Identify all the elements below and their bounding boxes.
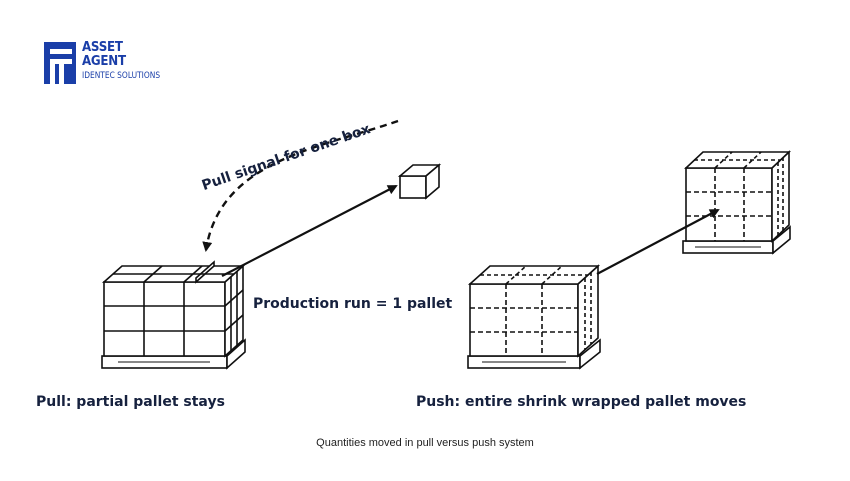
pull-pallet [101, 260, 246, 370]
push-label: Push: entire shrink wrapped pallet moves [416, 394, 747, 410]
single-box [397, 163, 442, 200]
push-arrow [596, 209, 720, 275]
asset-agent-logo: ASSET AGENT IDENTEC SOLUTIONS [44, 40, 184, 86]
push-pallet-moved [682, 150, 792, 255]
pull-signal-arrow [202, 119, 399, 252]
production-run-label: Production run = 1 pallet [253, 296, 453, 312]
logo-line-identec: IDENTEC SOLUTIONS [82, 71, 161, 81]
logo-wordmark: ASSET AGENT IDENTEC SOLUTIONS [82, 40, 171, 83]
logo-line-asset: ASSET [82, 39, 123, 55]
caption: Quantities moved in pull versus push sys… [316, 437, 534, 449]
logo-mark-icon [44, 42, 76, 84]
push-pallet-start [467, 264, 601, 370]
pull-label: Pull: partial pallet stays [36, 394, 225, 410]
pull-arrow [221, 185, 398, 277]
logo-line-agent: AGENT [82, 53, 126, 69]
